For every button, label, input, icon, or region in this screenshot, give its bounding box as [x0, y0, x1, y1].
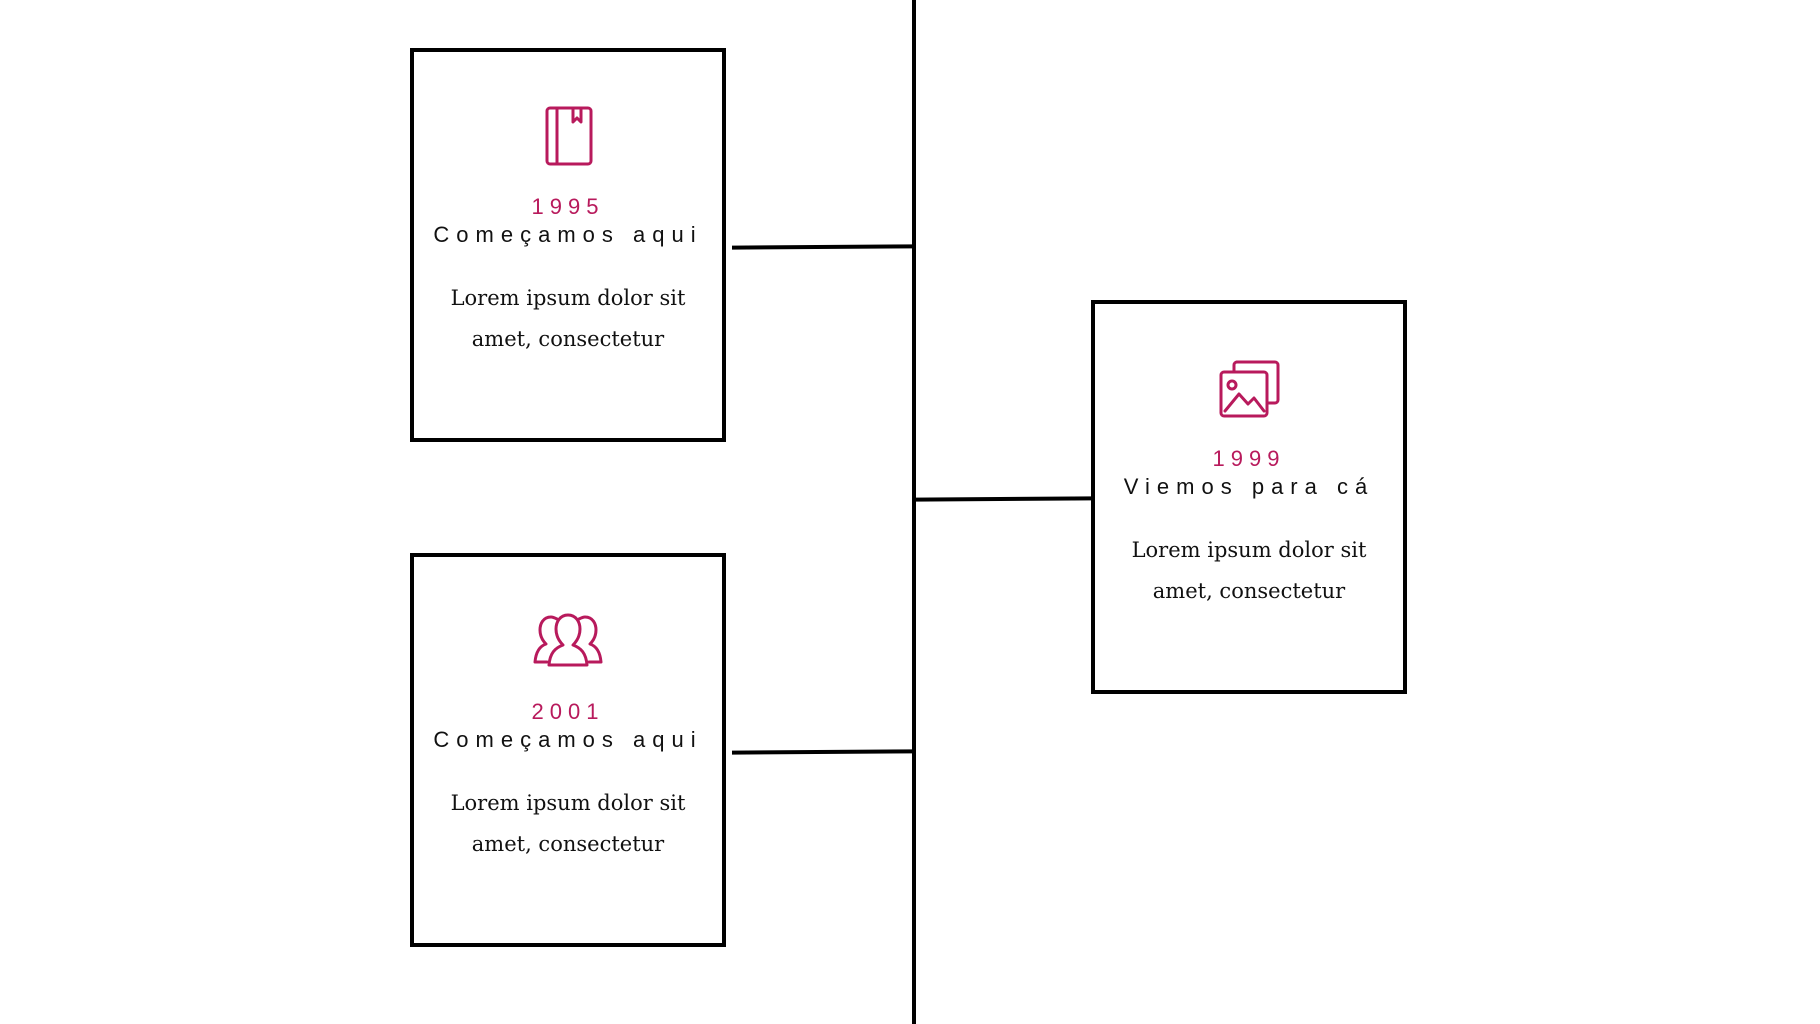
- timeline-spine: [912, 0, 916, 1024]
- connector-1995: [731, 244, 915, 250]
- timeline-description: Lorem ipsum dolor sit amet, consectetur: [1131, 538, 1367, 603]
- timeline-description: Lorem ipsum dolor sit amet, consectetur: [450, 791, 686, 856]
- timeline-title: Começamos aqui: [433, 222, 703, 247]
- book-icon: [536, 104, 600, 168]
- timeline-title: Começamos aqui: [433, 727, 703, 752]
- users-icon: [533, 609, 603, 673]
- connector-1999: [913, 496, 1093, 502]
- images-icon: [1217, 356, 1281, 420]
- timeline-card-1995: 1995 Começamos aqui Lorem ipsum dolor si…: [410, 48, 726, 442]
- timeline-card-1999: 1999 Viemos para cá Lorem ipsum dolor si…: [1091, 300, 1407, 694]
- timeline-card-2001: 2001 Começamos aqui Lorem ipsum dolor si…: [410, 553, 726, 947]
- timeline-year: 1995: [531, 194, 605, 219]
- timeline-title: Viemos para cá: [1123, 474, 1375, 499]
- connector-2001: [731, 749, 915, 755]
- timeline-year: 1999: [1212, 446, 1286, 471]
- timeline-description: Lorem ipsum dolor sit amet, consectetur: [450, 286, 686, 351]
- timeline-year: 2001: [531, 699, 605, 724]
